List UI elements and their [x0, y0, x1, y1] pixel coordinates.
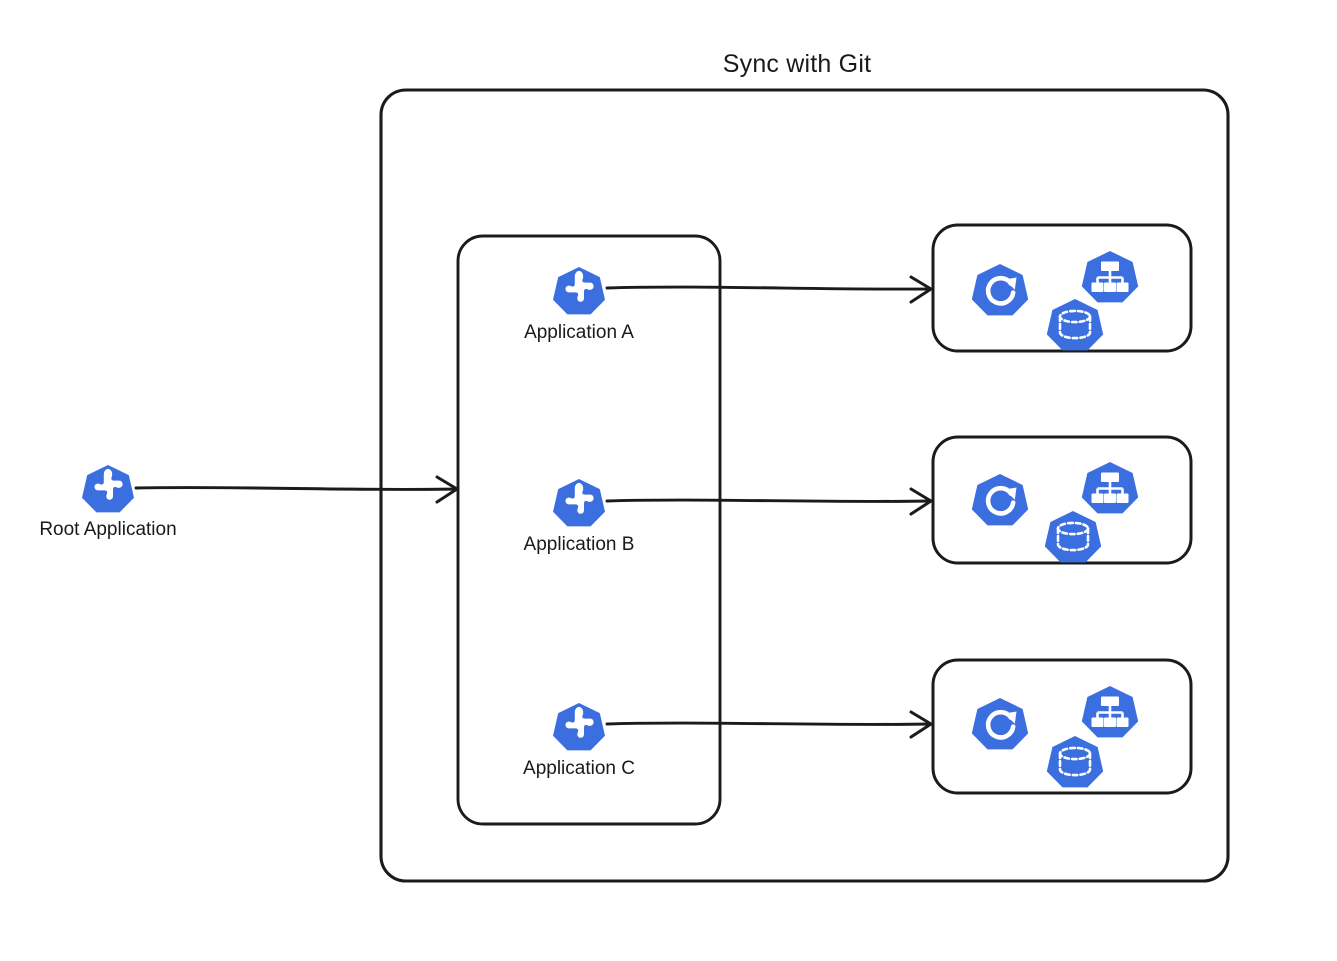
application-a-label: Application A	[524, 322, 634, 343]
argocd-application-icon	[553, 267, 605, 315]
k8s-deployment-icon	[971, 698, 1029, 750]
application-b-label: Application B	[524, 534, 635, 555]
applications-container	[456, 234, 722, 826]
application-c-to-cluster-arrow	[605, 710, 933, 739]
k8s-persistent-volume-icon	[1044, 511, 1102, 563]
cluster-resources-b	[931, 435, 1193, 565]
application-a-node[interactable]: Application A	[524, 267, 634, 343]
page-title: Sync with Git	[723, 50, 871, 78]
application-b-node[interactable]: Application B	[524, 479, 635, 555]
argocd-application-icon	[82, 465, 134, 513]
application-b-to-cluster-arrow	[605, 487, 933, 516]
root-application-label: Root Application	[39, 519, 176, 540]
k8s-service-icon	[1081, 462, 1139, 514]
cluster-resources-a	[931, 223, 1193, 353]
k8s-persistent-volume-icon	[1046, 736, 1104, 788]
sync-with-git-boundary	[379, 88, 1230, 883]
k8s-service-icon	[1081, 686, 1139, 738]
cluster-resources-c	[931, 658, 1193, 795]
application-a-to-cluster-arrow	[605, 275, 933, 304]
k8s-deployment-icon	[971, 474, 1029, 526]
argocd-application-icon	[553, 479, 605, 527]
root-application-node[interactable]: Root Application	[39, 465, 177, 540]
root-to-applications-arrow	[134, 475, 459, 504]
application-c-node[interactable]: Application C	[523, 703, 635, 779]
k8s-deployment-icon	[971, 264, 1029, 316]
application-c-label: Application C	[523, 758, 635, 779]
k8s-persistent-volume-icon	[1046, 299, 1104, 351]
k8s-service-icon	[1081, 251, 1139, 303]
argocd-application-icon	[553, 703, 605, 751]
